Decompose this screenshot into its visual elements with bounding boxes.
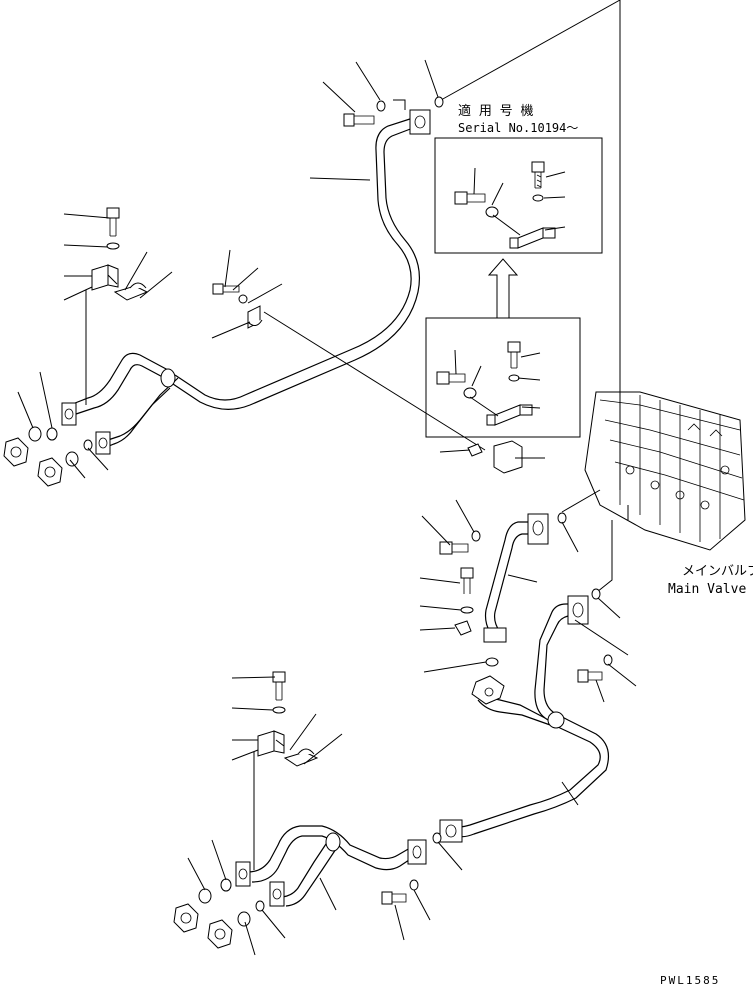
main-valve-label-en: Main Valve: [668, 582, 746, 597]
inset-box-upper: [434, 137, 603, 254]
middle-pipe-assembly: [419, 489, 601, 673]
inset-box-lower: [425, 317, 581, 438]
inset-arrow: [487, 258, 519, 319]
leader-line-valve-lower: [596, 505, 629, 593]
lower-pipe-assembly: [432, 588, 637, 871]
main-valve-label-jp: メインバルブ: [682, 563, 753, 579]
valve-clamp: [439, 440, 545, 474]
inset-serial: Serial No.10194～: [458, 121, 578, 135]
inset-title-jp: 適 用 号 機: [458, 103, 533, 119]
drawing-code: PWL1585: [660, 974, 720, 987]
leader-line-top-right: [440, 0, 621, 490]
upper-pipe-assembly: [3, 59, 486, 487]
bottom-pipe-assembly: [173, 671, 431, 956]
main-valve: [584, 391, 746, 551]
